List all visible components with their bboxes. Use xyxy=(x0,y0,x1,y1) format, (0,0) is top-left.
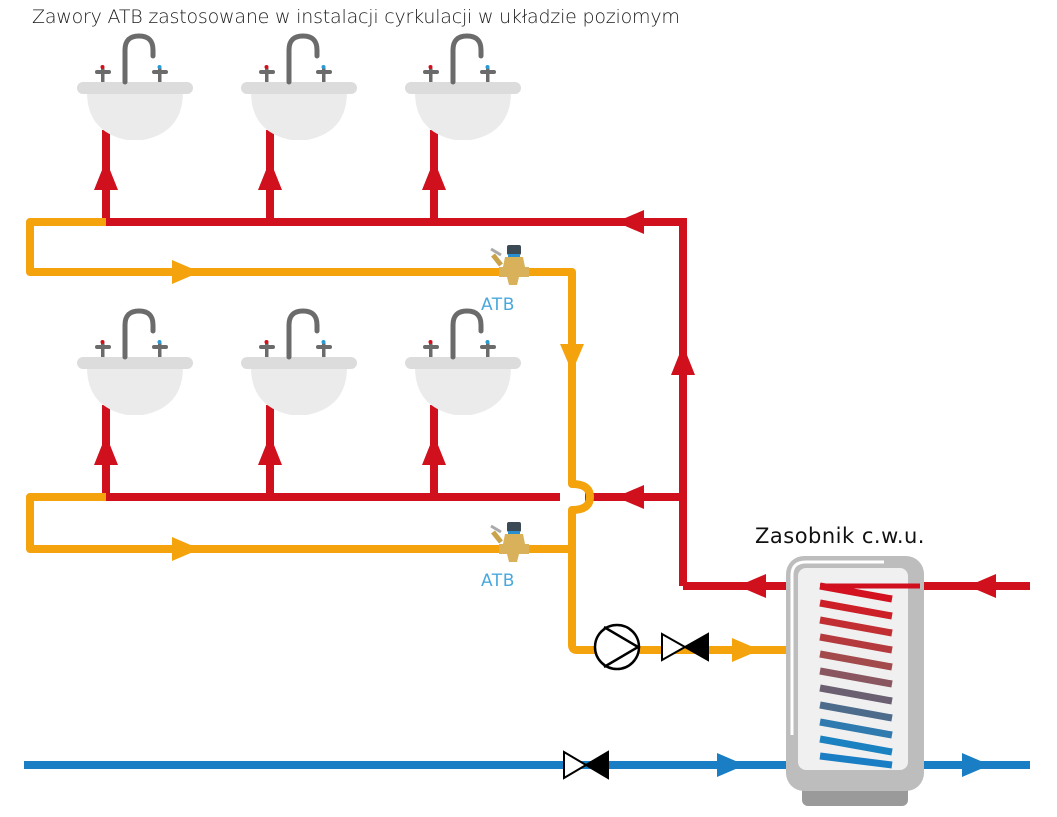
shutoff-valve-icon xyxy=(661,632,709,662)
flow-arrow-icon xyxy=(258,435,282,465)
shutoff-valve-icon xyxy=(563,750,609,780)
atb-valve-icon xyxy=(491,245,529,285)
sink-icon xyxy=(77,311,193,415)
hot-supply-line-lower xyxy=(102,405,683,501)
flow-arrow-icon xyxy=(172,260,200,284)
sink-icon xyxy=(77,36,193,140)
sink-icon xyxy=(405,311,521,415)
flow-arrow-icon xyxy=(738,574,766,598)
flow-arrow-icon xyxy=(717,753,745,777)
tank-label: Zasobnik c.w.u. xyxy=(755,524,925,548)
atb-label-lower: ATB xyxy=(481,571,515,591)
diagram-title: Zawory ATB zastosowane w instalacji cyrk… xyxy=(32,6,680,28)
flow-arrow-icon xyxy=(671,345,695,375)
flow-arrow-icon xyxy=(962,753,990,777)
flow-arrow-icon xyxy=(422,435,446,465)
atb-valve-icon xyxy=(491,522,529,562)
hot-supply-line-upper xyxy=(102,130,687,586)
pump-icon xyxy=(593,623,641,671)
flow-arrow-icon xyxy=(422,160,446,190)
flow-arrow-icon xyxy=(94,435,118,465)
circulation-line-upper xyxy=(26,218,576,360)
hot-water-tank-icon xyxy=(786,556,924,806)
flow-arrow-icon xyxy=(94,160,118,190)
flow-arrow-icon xyxy=(968,574,996,598)
sink-icon xyxy=(241,311,357,415)
flow-arrow-icon xyxy=(616,210,644,234)
sink-icon xyxy=(241,36,357,140)
flow-arrow-icon xyxy=(172,537,200,561)
flow-arrow-icon xyxy=(258,160,282,190)
atb-label-upper: ATB xyxy=(481,295,515,315)
sink-icon xyxy=(405,36,521,140)
flow-arrow-icon xyxy=(560,344,584,372)
flow-arrow-icon xyxy=(732,638,760,662)
flow-arrow-icon xyxy=(616,485,644,509)
circulation-riser xyxy=(26,340,790,654)
